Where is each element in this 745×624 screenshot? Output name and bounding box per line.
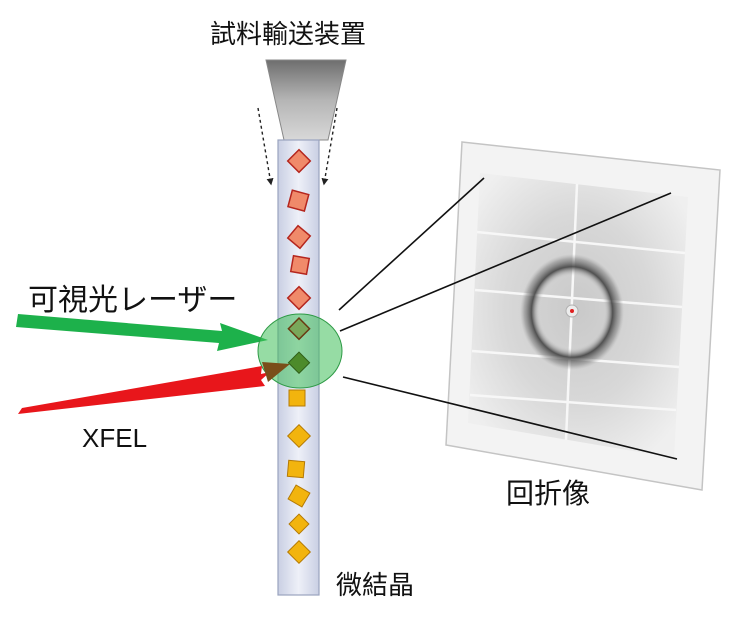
diamond-crystal-icon <box>286 224 312 250</box>
left-guide-arrow <box>257 107 274 186</box>
diamond-crystal-icon <box>288 513 310 535</box>
visible-laser-label: 可視光レーザー <box>28 283 238 318</box>
diamond-crystal-icon <box>288 389 306 407</box>
diffraction-detector-icon <box>445 141 721 491</box>
right-guide-arrow <box>321 107 338 186</box>
trapezoid-nozzle-icon <box>265 59 347 141</box>
diamond-crystal-icon <box>286 148 312 174</box>
downstream-crystals <box>286 389 312 565</box>
visible-laser-arrow <box>16 314 268 351</box>
microcrystals-label: 微結晶 <box>336 571 415 601</box>
diamond-crystal-icon <box>286 423 312 449</box>
diffraction-image-label: 回折像 <box>506 477 591 510</box>
diamond-crystal-icon <box>286 459 306 479</box>
upstream-crystals <box>286 148 312 311</box>
xfel-arrow <box>18 362 290 414</box>
diamond-crystal-icon <box>287 189 310 212</box>
sample-delivery-label: 試料輸送装置 <box>210 20 367 50</box>
projection-lines <box>338 177 678 460</box>
diamond-crystal-icon <box>287 484 311 508</box>
diamond-crystal-icon <box>287 317 311 341</box>
diamond-crystal-icon <box>289 254 311 276</box>
diamond-crystal-icon <box>286 539 312 565</box>
xfel-label: XFEL <box>82 423 148 453</box>
diamond-crystal-icon <box>287 351 311 375</box>
diamond-crystal-icon <box>286 285 312 311</box>
